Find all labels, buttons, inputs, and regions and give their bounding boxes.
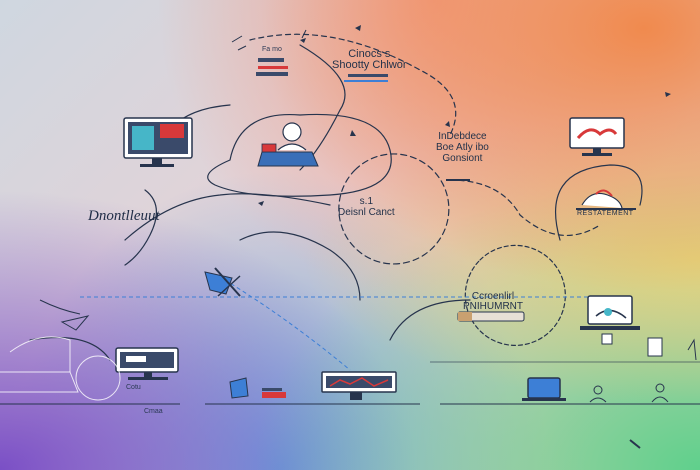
flow-curve-right bbox=[449, 179, 601, 236]
choices-label-line1: Cinocs s bbox=[348, 48, 391, 60]
desk-figure-icon bbox=[257, 122, 319, 167]
puzzle-icon bbox=[204, 267, 241, 297]
indecision-label-line1: InDebdece bbox=[438, 131, 487, 142]
pen-icon bbox=[446, 179, 641, 449]
indecision-label: InDebdece Boe Atly ibo Gonsiont bbox=[436, 131, 489, 164]
consequent-label-line1: Ccroenlirl bbox=[471, 291, 515, 302]
connector-lines bbox=[80, 279, 600, 371]
indecision-label-line2: Boe Atly ibo bbox=[436, 142, 489, 153]
flow-circle-decision bbox=[338, 153, 450, 265]
arrow-head bbox=[355, 25, 361, 31]
decisional-label: s.1 Deisnl Canct bbox=[338, 196, 395, 218]
dont-know-label: Dnontlleuut bbox=[88, 208, 160, 224]
indecision-label-line3: Gonsiont bbox=[442, 153, 483, 164]
flow-curve-restatement bbox=[555, 164, 643, 241]
flow-curve-left bbox=[124, 193, 331, 241]
consequent-label: Ccroenlirl PNIHUMRNT bbox=[463, 292, 523, 312]
book-icon bbox=[229, 377, 286, 399]
left-monitor-caption: Cotu bbox=[126, 384, 141, 391]
device-wireframe bbox=[0, 336, 121, 401]
hand-icon bbox=[39, 29, 307, 331]
flow-circle-consequence bbox=[464, 244, 566, 346]
arrow-head bbox=[445, 121, 450, 127]
flow-loop-center bbox=[207, 113, 392, 197]
flow-curve-dont bbox=[124, 189, 157, 266]
decisional-label-line2: Deisnl Canct bbox=[338, 207, 395, 218]
connector-diagonal bbox=[224, 279, 351, 371]
flow-curve-lower bbox=[239, 231, 361, 301]
flow-curve-bottom-right bbox=[389, 299, 471, 341]
arrow-head bbox=[665, 92, 671, 97]
arrow-heads bbox=[258, 25, 671, 206]
laptop-icon bbox=[580, 295, 663, 357]
arrow-head bbox=[350, 130, 356, 136]
people-icon bbox=[589, 338, 697, 403]
flow-lines bbox=[29, 33, 643, 361]
arrow-head bbox=[300, 38, 306, 43]
restatement-label: RESTATEMENT bbox=[577, 210, 634, 217]
monitor-icon bbox=[123, 117, 193, 167]
bottom-caption: Cmaa bbox=[144, 408, 163, 415]
flow-curve-bottom-left bbox=[29, 336, 111, 361]
choices-label-line2: Shootty Chlwor bbox=[332, 59, 407, 71]
signpost-icon bbox=[576, 189, 636, 210]
flow-curve-top bbox=[249, 33, 457, 136]
choices-label: Cinocs s Shootty Chlwor bbox=[332, 49, 407, 71]
top-small-label: Fa mo bbox=[262, 46, 282, 53]
consequence-note-block bbox=[457, 311, 525, 322]
monitor-icon bbox=[321, 371, 397, 400]
choices-note-block bbox=[256, 58, 388, 82]
baseline bbox=[0, 361, 700, 405]
laptop-icon bbox=[522, 377, 566, 401]
monitor-icon bbox=[115, 347, 179, 380]
monitor-icon bbox=[569, 117, 625, 156]
consequent-label-line2: PNIHUMRNT bbox=[463, 301, 523, 312]
arrow-head bbox=[258, 201, 264, 206]
decisional-label-line1: s.1 bbox=[359, 196, 374, 207]
